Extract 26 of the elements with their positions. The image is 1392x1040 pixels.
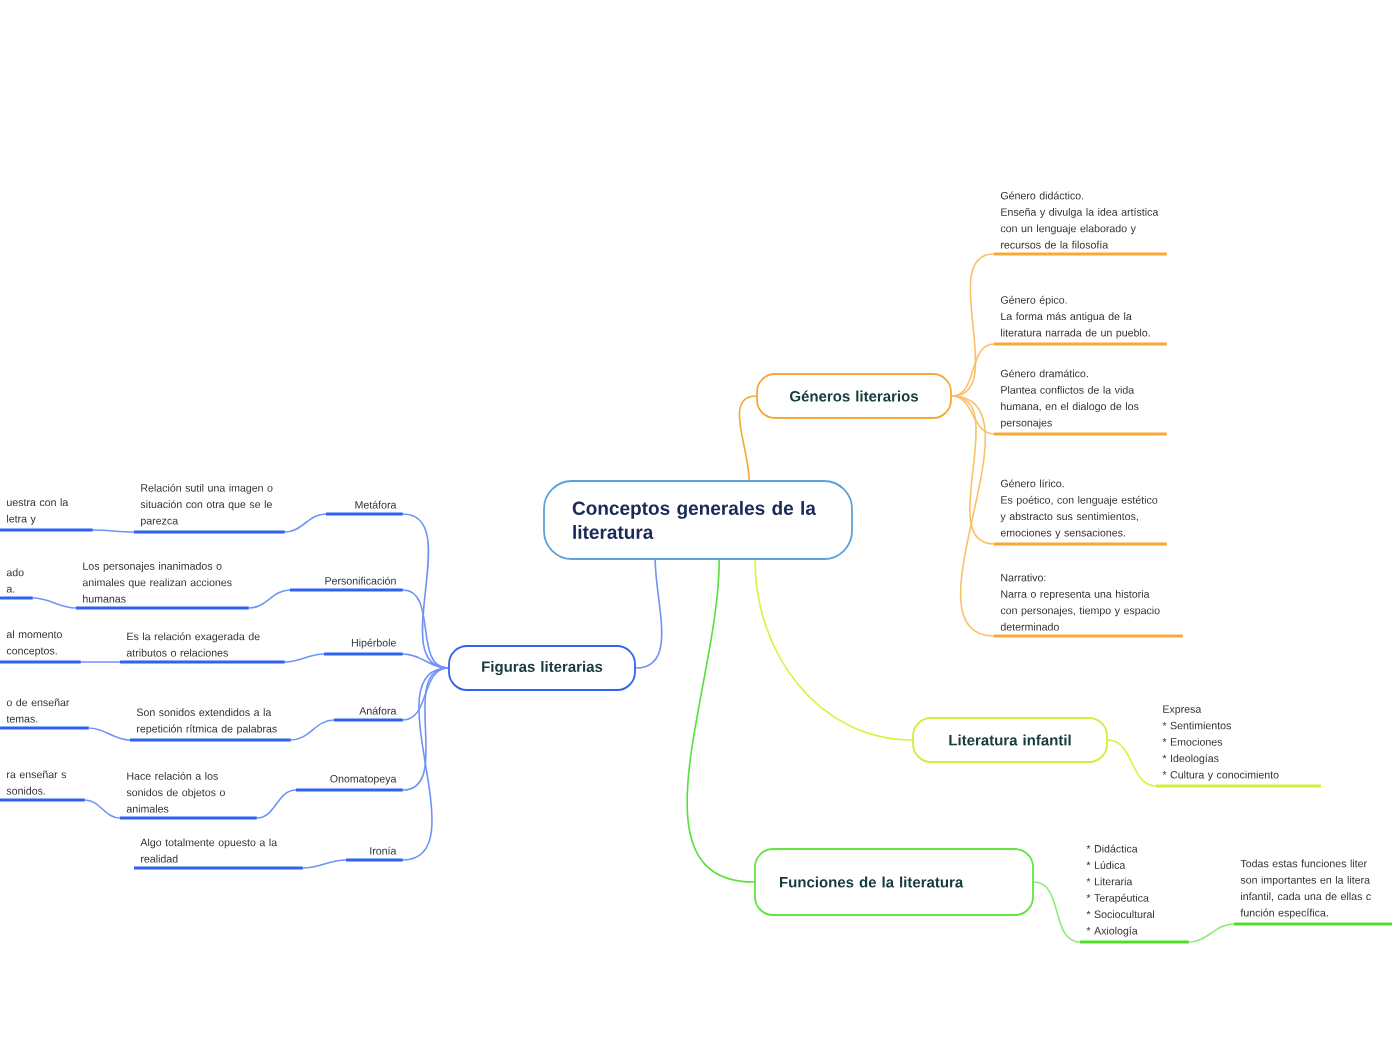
connector-line <box>635 559 663 669</box>
connector-line <box>1188 923 1235 943</box>
connector-line <box>256 789 297 819</box>
connector-line <box>302 859 347 869</box>
connector-line <box>951 395 995 637</box>
connector-line <box>402 589 449 669</box>
connector-line <box>951 395 995 435</box>
central-topic-box: Conceptos generales de la literatura <box>543 480 853 560</box>
connector-line <box>402 667 449 861</box>
connector-line <box>284 513 327 533</box>
connector-line <box>686 559 755 883</box>
connector-line <box>1033 881 1081 943</box>
connector-line <box>738 395 757 481</box>
connector-line <box>80 661 121 663</box>
connector-line <box>84 799 121 819</box>
connector-line <box>92 529 135 533</box>
connector-line <box>32 597 77 609</box>
connector-line <box>284 653 325 663</box>
connector-line <box>754 559 913 741</box>
connector-line <box>290 719 335 741</box>
connector-line <box>248 589 291 609</box>
connector-line <box>88 727 131 741</box>
connector-line <box>951 343 995 397</box>
connector-line <box>1107 739 1157 787</box>
connector-line <box>402 653 449 669</box>
connector-line <box>402 667 449 721</box>
